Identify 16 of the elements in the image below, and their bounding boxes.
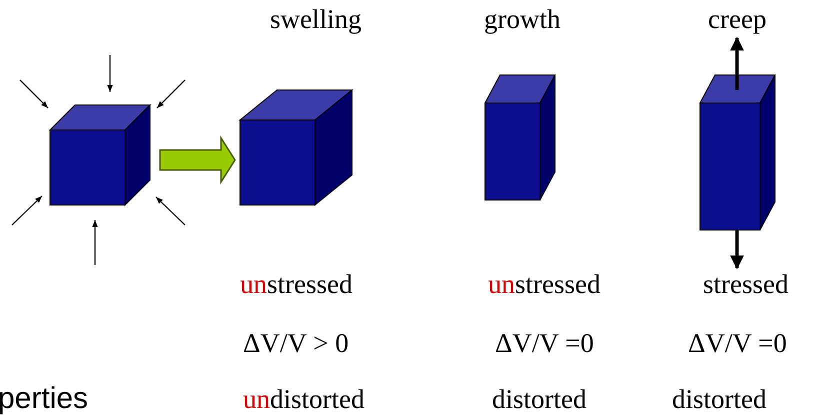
text-label: ΔV/V =0 (688, 330, 787, 357)
text-label: ΔV/V > 0 (243, 330, 349, 357)
text-label: unstressed (488, 271, 600, 298)
text-label: distorted (672, 386, 766, 413)
text-label: ΔV/V =0 (495, 330, 594, 357)
text-label: distorted (492, 386, 586, 413)
text-label: creep (708, 6, 766, 33)
cube-drawing (48, 104, 152, 206)
text-label: growth (484, 6, 560, 33)
text-label: perties (0, 384, 88, 414)
arrow (159, 135, 236, 185)
text-label: undistorted (243, 386, 364, 413)
text-label: stressed (703, 271, 788, 298)
text-label: swelling (270, 6, 362, 33)
cube-drawing (238, 88, 354, 206)
text-label: unstressed (240, 271, 352, 298)
